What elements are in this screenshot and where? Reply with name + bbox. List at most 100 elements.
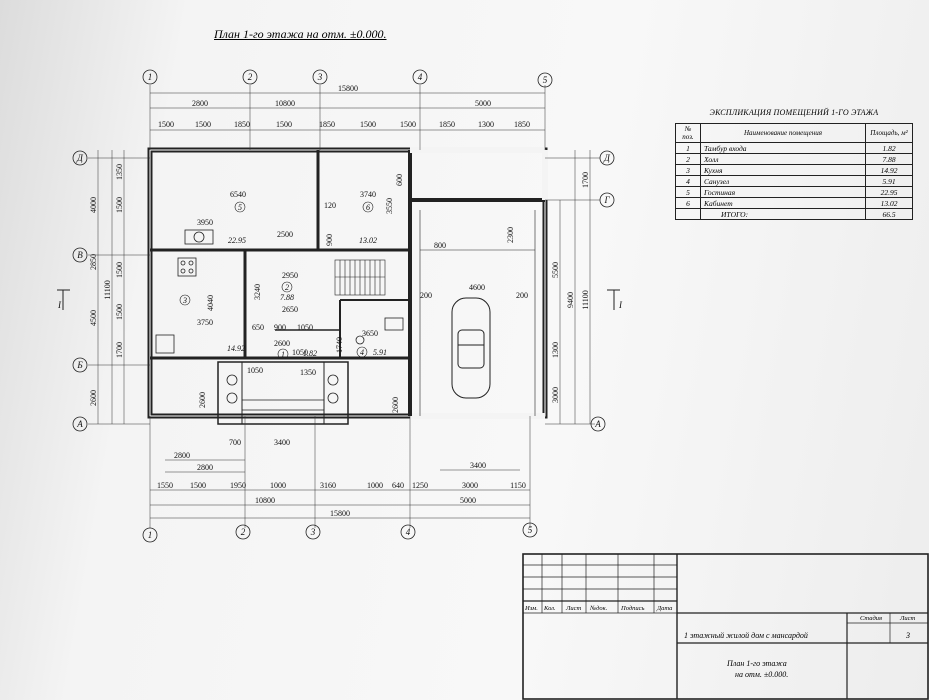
- dim-label: 1050: [247, 366, 263, 375]
- stamp-col: Кол.: [544, 605, 556, 612]
- axis-label: В: [77, 250, 83, 260]
- schedule-table: № поз. Наименование помещения Площадь, м…: [675, 123, 913, 220]
- plan-title: План 1-го этажа на отм. ±0.000.: [214, 27, 387, 41]
- dim-label: 5500: [551, 262, 560, 278]
- dim-label: 3550: [385, 198, 394, 214]
- axis-bubble: [522, 522, 538, 538]
- axis-label: 5: [543, 75, 548, 85]
- dim-label: 1950: [230, 481, 246, 490]
- dim-label: 900: [274, 323, 286, 332]
- room-num: 3: [675, 164, 701, 176]
- room-name: Гостиная: [700, 186, 866, 198]
- dim-label: 1700: [581, 172, 590, 188]
- total-label: ИТОГО:: [700, 208, 866, 220]
- stamp-col: Подпись: [621, 605, 645, 612]
- axis-label: 1: [148, 530, 153, 540]
- dim-label: 2650: [282, 305, 298, 314]
- dim-label: 4500: [89, 310, 98, 326]
- schedule-title: ЭКСПЛИКАЦИЯ ПОМЕЩЕНИЙ 1-ГО ЭТАЖА: [709, 108, 879, 117]
- sink-icon: [155, 334, 175, 354]
- axis-label: Г: [603, 195, 610, 205]
- dim-label: 700: [229, 438, 241, 447]
- dim-label: 11100: [103, 280, 112, 299]
- axis-bubble: [400, 524, 416, 540]
- stage-label: Стадия: [860, 615, 883, 622]
- porch: [217, 361, 349, 425]
- room-area: 22.95: [865, 186, 913, 198]
- schedule-header: № поз.: [675, 123, 701, 143]
- axis-bubble: [72, 357, 88, 373]
- axis-label: 4: [406, 527, 411, 537]
- dim-label: 3400: [274, 438, 290, 447]
- car-icon: [451, 297, 491, 399]
- dim-label: 2950: [282, 271, 298, 280]
- dim-label: 2600: [274, 339, 290, 348]
- axis-bubble: [142, 69, 158, 85]
- sheet-name-line1: План 1-го этажа: [727, 659, 787, 668]
- table-row: 2 Холл 7.88: [675, 153, 913, 165]
- table-row: 6 Кабинет 13.02: [675, 197, 913, 209]
- room-num: 2: [675, 153, 701, 165]
- room-number: 5: [238, 203, 242, 212]
- dim-label: 1850: [439, 120, 455, 129]
- room-area: 1.82: [303, 349, 317, 358]
- dim-label: 5000: [475, 99, 491, 108]
- dim-label: 600: [395, 174, 404, 186]
- room-area: 13.02: [359, 236, 377, 245]
- room-number: 1: [281, 350, 285, 359]
- dim-label: 1050: [292, 348, 308, 357]
- dim-label: 1700: [115, 342, 124, 358]
- room-name: Кухня: [700, 164, 866, 176]
- dim-label: 2600: [89, 390, 98, 406]
- dim-label: 2850: [89, 254, 98, 270]
- axis-label: 3: [317, 72, 323, 82]
- dim-label: 650: [252, 323, 264, 332]
- dim-label: 1500: [190, 481, 206, 490]
- total-value: 66.5: [865, 208, 913, 220]
- dim-label: 4000: [89, 197, 98, 213]
- dim-label: 2600: [198, 392, 207, 408]
- plant-icon: [226, 374, 339, 404]
- dim-label: 1500: [115, 262, 124, 278]
- axis-bubble: [537, 72, 553, 88]
- axis-bubble: [72, 416, 88, 432]
- dim-label: 2800: [174, 451, 190, 460]
- axis-bubble: [599, 192, 615, 208]
- dim-label: 1300: [478, 120, 494, 129]
- axis-bubble: [305, 524, 321, 540]
- dim-label: 1350: [300, 368, 316, 377]
- stamp-col: Дата: [657, 605, 673, 612]
- axis-label: А: [594, 419, 601, 429]
- schedule-header: Наименование помещения: [700, 123, 866, 143]
- room-name: Тамбур входа: [700, 142, 866, 154]
- section-mark: I: [57, 300, 62, 310]
- dim-label: 1500: [158, 120, 174, 129]
- bathtub-icon: [384, 317, 404, 331]
- dim-label: 2800: [197, 463, 213, 472]
- stove-icon: [177, 257, 197, 277]
- title-block: Изм. Кол. Лист №док. Подпись Дата 1 этаж…: [522, 553, 929, 700]
- axis-label: Д: [603, 153, 611, 163]
- dim-label: 2500: [277, 230, 293, 239]
- room-num: 5: [675, 186, 701, 198]
- dim-label: 4600: [469, 283, 485, 292]
- axis-label: 4: [418, 72, 423, 82]
- dim-label: 5000: [460, 496, 476, 505]
- sheet-number: 3: [906, 631, 910, 640]
- dim-label: 10800: [255, 496, 275, 505]
- axis-bubble: [242, 69, 258, 85]
- axis-label: 2: [248, 72, 253, 82]
- axis-bubble: [142, 527, 158, 543]
- dim-label: 1300: [551, 342, 560, 358]
- dim-label: 1500: [400, 120, 416, 129]
- dim-label: 3240: [253, 284, 262, 300]
- dim-label: 1350: [115, 164, 124, 180]
- project-name: 1 этажный жилой дом с мансардой: [684, 631, 808, 640]
- stamp-col: №док.: [590, 605, 608, 612]
- dim-label: 6540: [230, 190, 246, 199]
- dim-label: 4040: [206, 295, 215, 311]
- room-num: 6: [675, 197, 701, 209]
- dim-label: 1850: [514, 120, 530, 129]
- room-area: 5.91: [373, 348, 387, 357]
